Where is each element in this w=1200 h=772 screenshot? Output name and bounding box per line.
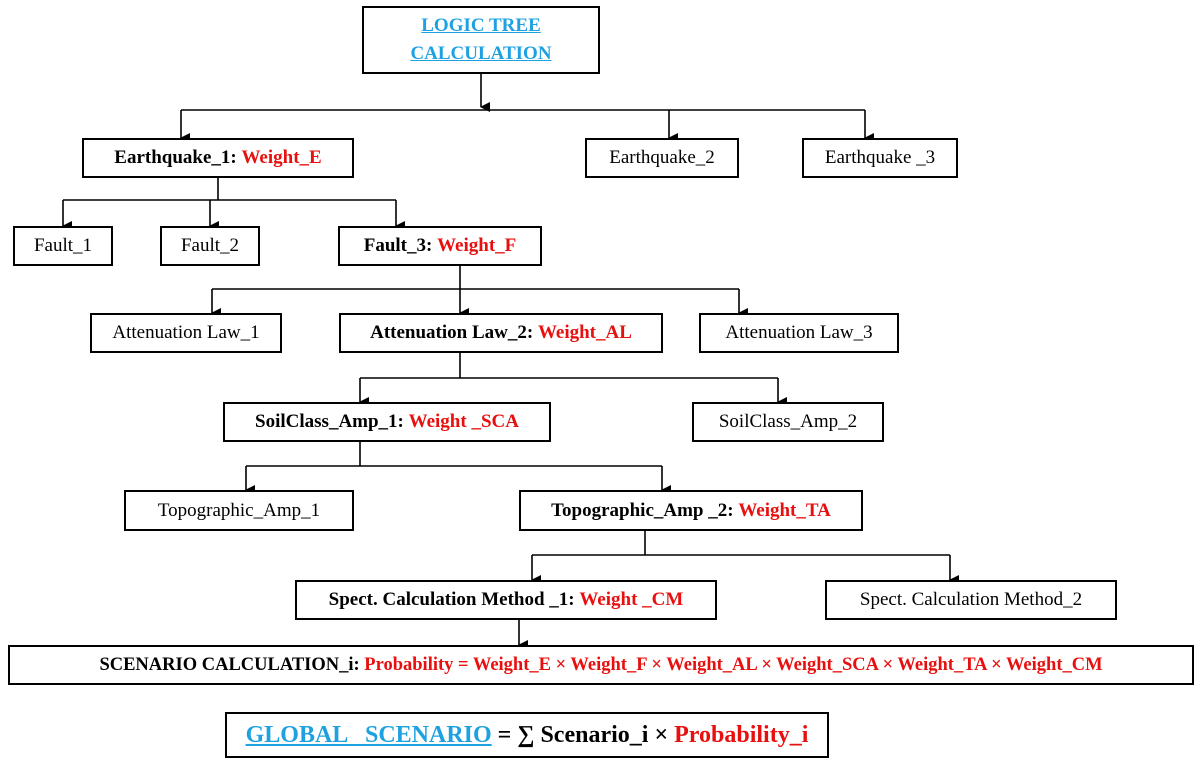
fault-3-label: Fault_3: bbox=[363, 235, 433, 256]
fault-2-node: Fault_2 bbox=[160, 226, 260, 266]
logic-tree-title-line2[interactable]: CALCULATION bbox=[410, 43, 552, 64]
attenuation-law-2-node: Attenuation Law_2: Weight_AL bbox=[339, 313, 663, 353]
topographic-amp-2-node: Topographic_Amp _2: Weight_TA bbox=[519, 490, 863, 531]
global-scenario-sum-text: = ∑ Scenario_i × bbox=[491, 721, 675, 748]
scenario-probability-formula: Probability = Weight_E × Weight_F × Weig… bbox=[364, 654, 1103, 675]
earthquake-3-node: Earthquake _3 bbox=[802, 138, 958, 178]
logic-tree-title-line1[interactable]: LOGIC TREE bbox=[421, 15, 541, 36]
soilclass-amp-2-node: SoilClass_Amp_2 bbox=[692, 402, 884, 442]
topographic-amp-2-weight: Weight_TA bbox=[738, 499, 831, 521]
earthquake-1-weight: Weight_E bbox=[241, 147, 322, 168]
soilclass-amp-1-label: SoilClass_Amp_1: bbox=[255, 411, 404, 432]
logic-tree-calculation-node: LOGIC TREE CALCULATION bbox=[362, 6, 600, 74]
attenuation-law-1-node: Attenuation Law_1 bbox=[90, 313, 282, 353]
spect-calc-method-2-node: Spect. Calculation Method_2 bbox=[825, 580, 1117, 620]
soilclass-amp-1-node: SoilClass_Amp_1: Weight _SCA bbox=[223, 402, 551, 442]
earthquake-3-label: Earthquake _3 bbox=[824, 147, 936, 168]
earthquake-2-label: Earthquake_2 bbox=[609, 147, 715, 168]
topographic-amp-1-label: Topographic_Amp_1 bbox=[157, 499, 321, 521]
spect-calc-method-1-weight: Weight _CM bbox=[579, 589, 684, 610]
topographic-amp-2-label: Topographic_Amp _2: bbox=[551, 499, 734, 521]
attenuation-law-2-weight: Weight_AL bbox=[537, 322, 632, 343]
global-scenario-node: GLOBAL SCENARIO = ∑ Scenario_i × Probabi… bbox=[225, 712, 829, 758]
global-scenario-probability: Probability_i bbox=[674, 721, 809, 748]
fault-1-label: Fault_1 bbox=[33, 235, 93, 256]
scenario-calculation-node: SCENARIO CALCULATION_i: Probability = We… bbox=[8, 645, 1194, 685]
spect-calc-method-1-node: Spect. Calculation Method _1: Weight _CM bbox=[295, 580, 717, 620]
fault-3-node: Fault_3: Weight_F bbox=[338, 226, 542, 266]
fault-1-node: Fault_1 bbox=[13, 226, 113, 266]
attenuation-law-2-label: Attenuation Law_2: bbox=[370, 322, 534, 343]
attenuation-law-3-label: Attenuation Law_3 bbox=[725, 322, 873, 343]
spect-calc-method-1-label: Spect. Calculation Method _1: bbox=[328, 589, 575, 610]
attenuation-law-1-label: Attenuation Law_1 bbox=[112, 322, 260, 343]
earthquake-1-label: Earthquake_1: bbox=[114, 147, 237, 168]
topographic-amp-1-node: Topographic_Amp_1 bbox=[124, 490, 354, 531]
global-scenario-link[interactable]: GLOBAL SCENARIO bbox=[245, 721, 492, 748]
earthquake-1-node: Earthquake_1: Weight_E bbox=[82, 138, 354, 178]
earthquake-2-node: Earthquake_2 bbox=[585, 138, 739, 178]
fault-2-label: Fault_2 bbox=[180, 235, 240, 256]
scenario-calculation-label: SCENARIO CALCULATION_i: bbox=[99, 654, 360, 675]
spect-calc-method-2-label: Spect. Calculation Method_2 bbox=[859, 589, 1083, 610]
attenuation-law-3-node: Attenuation Law_3 bbox=[699, 313, 899, 353]
fault-3-weight: Weight_F bbox=[437, 235, 517, 256]
soilclass-amp-2-label: SoilClass_Amp_2 bbox=[718, 411, 858, 432]
soilclass-amp-1-weight: Weight _SCA bbox=[408, 411, 519, 432]
